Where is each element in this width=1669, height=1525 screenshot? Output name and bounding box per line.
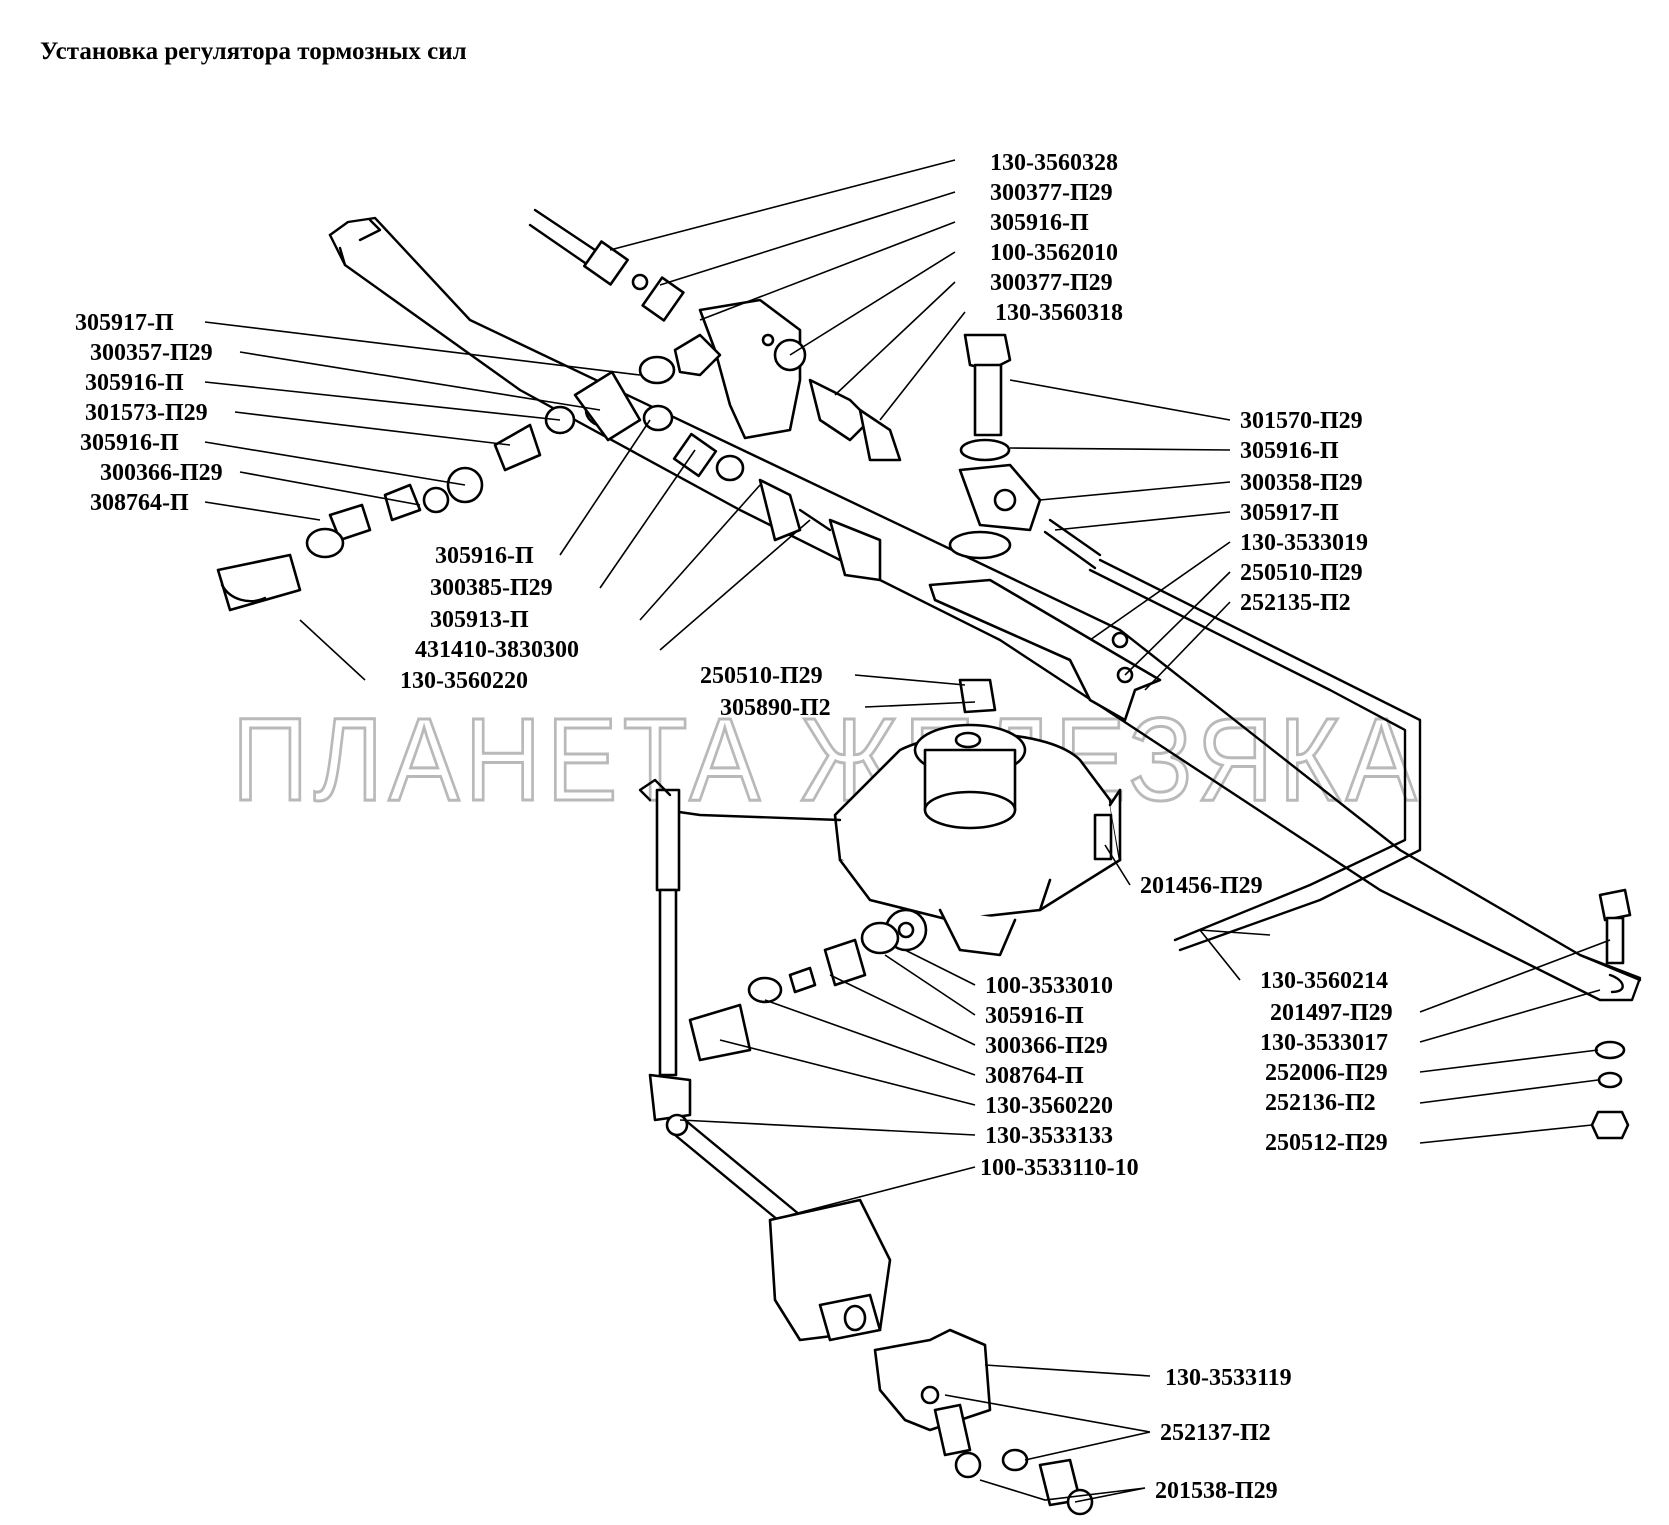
part-label: 100-3533010 [985,973,1113,999]
bottom-bracket [873,1328,1094,1516]
watermark: ПЛАНЕТА ЖЕЛЕЗЯКА [232,694,1422,826]
upper-fittings [216,208,807,612]
part-label: 301570-П29 [1240,408,1363,434]
part-label: 305916-П [85,370,184,396]
part-label: 130-3560318 [995,300,1123,326]
right-bolt-set [1590,888,1632,1140]
part-label: 252135-П2 [1240,590,1351,616]
part-label: 305916-П [80,430,179,456]
part-label: 301573-П29 [85,400,208,426]
part-label: 130-3533017 [1260,1030,1388,1056]
part-label: 130-3560220 [400,668,528,694]
part-label: 300366-П29 [100,460,223,486]
part-label: 305916-П [985,1003,1084,1029]
part-label: 250510-П29 [1240,560,1363,586]
part-label: 300358-П29 [1240,470,1363,496]
frame-beam [328,216,1642,1002]
leader-lines [204,159,1611,1503]
part-label: 305916-П [435,543,534,569]
lower-fittings [688,921,900,1062]
part-label: 201497-П29 [1270,1000,1393,1026]
part-label: 252006-П29 [1265,1060,1388,1086]
part-label: 308764-П [985,1063,1084,1089]
part-label: 305916-П [1240,438,1339,464]
part-label: 252136-П2 [1265,1090,1376,1116]
middle-fittings [642,378,902,582]
part-label: 305890-П2 [720,695,831,721]
part-label: 300377-П29 [990,270,1113,296]
bracket [928,578,1162,722]
part-label: 130-3533019 [1240,530,1368,556]
diagram-title: Установка регулятора тормозных сил [40,38,467,65]
part-label: 305916-П [990,210,1089,236]
link-rod [638,778,892,1342]
part-label: 300385-П29 [430,575,553,601]
part-label: 250510-П29 [700,663,823,689]
part-label: 305917-П [1240,500,1339,526]
part-label: 300357-П29 [90,340,213,366]
part-labels: 130-3560328 300377-П29 305916-П 100-3562… [75,150,1393,1504]
part-label: 130-3533119 [1165,1365,1292,1391]
part-label: 201538-П29 [1155,1478,1278,1504]
part-label: 201456-П29 [1140,873,1263,899]
part-label: 130-3560220 [985,1093,1113,1119]
part-label: 300366-П29 [985,1033,1108,1059]
part-label: 252137-П2 [1160,1420,1271,1446]
part-label: 130-3560214 [1260,968,1388,994]
part-label: 305917-П [75,310,174,336]
part-label: 300377-П29 [990,180,1113,206]
part-label: 100-3562010 [990,240,1118,266]
part-label: 431410-3830300 [415,637,579,663]
part-label: 130-3533133 [985,1123,1113,1149]
right-fittings [948,333,1422,952]
part-label: 100-3533110-10 [980,1155,1139,1181]
part-label: 308764-П [90,490,189,516]
part-label: 130-3560328 [990,150,1118,176]
part-label: 305913-П [430,607,529,633]
part-label: 250512-П29 [1265,1130,1388,1156]
